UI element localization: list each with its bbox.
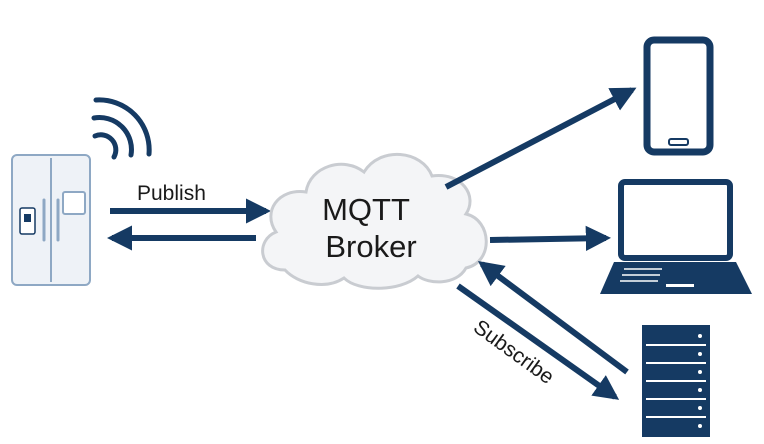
arrow-to-smartphone bbox=[444, 87, 637, 190]
arrow-to-laptop bbox=[489, 225, 612, 251]
publish-label: Publish bbox=[137, 182, 206, 205]
broker-title-line2: Broker bbox=[325, 229, 416, 264]
refrigerator-icon bbox=[11, 154, 91, 286]
laptop-icon bbox=[600, 179, 752, 294]
server-rack-icon bbox=[642, 325, 710, 437]
subscribe-arrow-out bbox=[456, 283, 620, 400]
broker-title-line1: MQTT bbox=[322, 192, 410, 227]
smartphone-icon bbox=[643, 36, 714, 156]
wifi-signal-icon bbox=[91, 97, 152, 160]
subscribe-arrow-in bbox=[477, 260, 629, 375]
